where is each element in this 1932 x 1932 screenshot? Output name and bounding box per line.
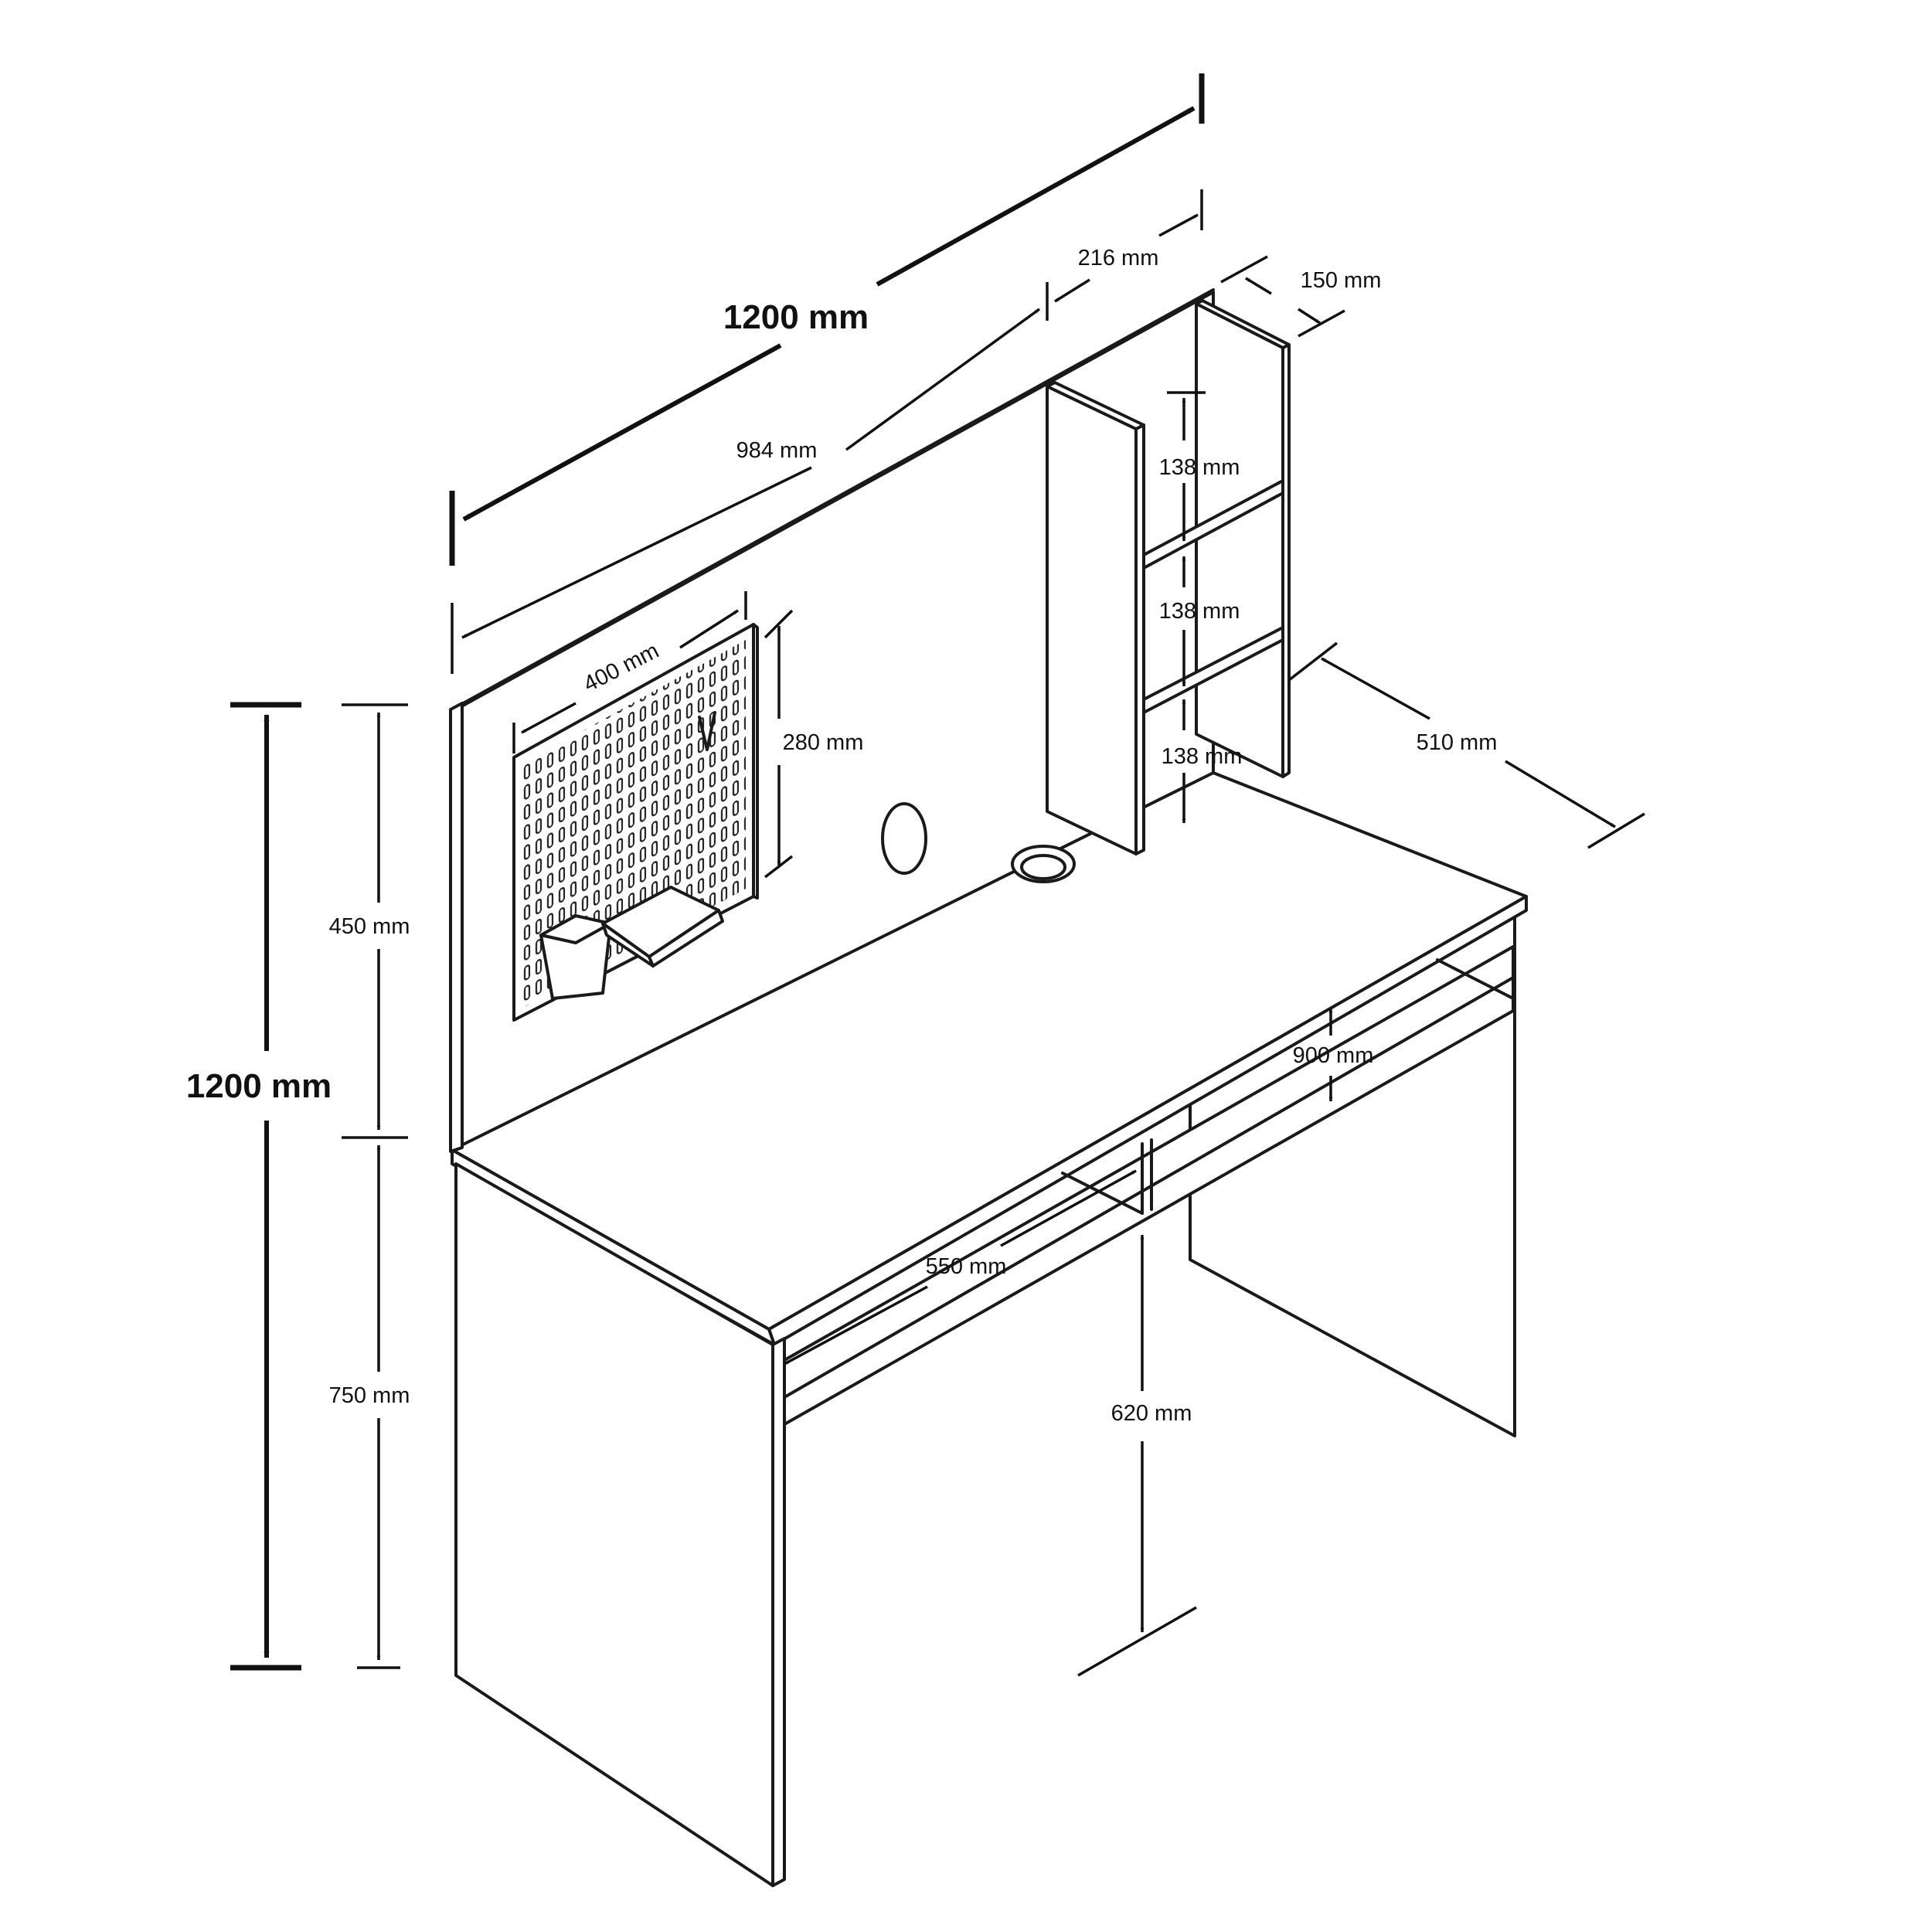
label-overall-height: 1200 mm: [186, 1067, 332, 1105]
label-shelf-spacing-2: 138 mm: [1159, 599, 1240, 624]
hutch-left-side: [449, 702, 464, 1153]
shelf-2: [1142, 626, 1284, 714]
cable-loop-back: [881, 802, 927, 875]
label-knee-clearance-height: 620 mm: [1111, 1401, 1192, 1426]
shelf-1: [1142, 479, 1284, 570]
label-pegboard-height: 280 mm: [783, 730, 864, 755]
label-shelf-spacing-3: 138 mm: [1162, 744, 1243, 769]
desk-drawing: [449, 288, 1528, 1887]
shelf-divider-panel: [1046, 385, 1138, 855]
pegboard-tray: [601, 886, 724, 968]
label-shelf-depth: 150 mm: [1301, 268, 1382, 293]
desk-grommet: [1011, 845, 1076, 883]
label-desk-depth: 510 mm: [1417, 730, 1498, 755]
label-desk-height: 750 mm: [329, 1383, 410, 1408]
label-shelf-unit-width: 216 mm: [1078, 246, 1159, 270]
label-crossbar-width: 900 mm: [1293, 1043, 1374, 1068]
label-shelf-spacing-1: 138 mm: [1159, 455, 1240, 480]
label-knee-opening-width: 550 mm: [926, 1254, 1007, 1279]
label-hutch-height: 450 mm: [329, 914, 410, 939]
pegboard-hook: [698, 711, 716, 751]
shelf-right-side: [1195, 302, 1284, 778]
label-overall-width: 1200 mm: [723, 298, 869, 336]
label-back-panel-width: 984 mm: [736, 438, 818, 463]
pegboard-cup: [539, 914, 612, 1000]
dimension-lines: [230, 73, 1645, 1677]
